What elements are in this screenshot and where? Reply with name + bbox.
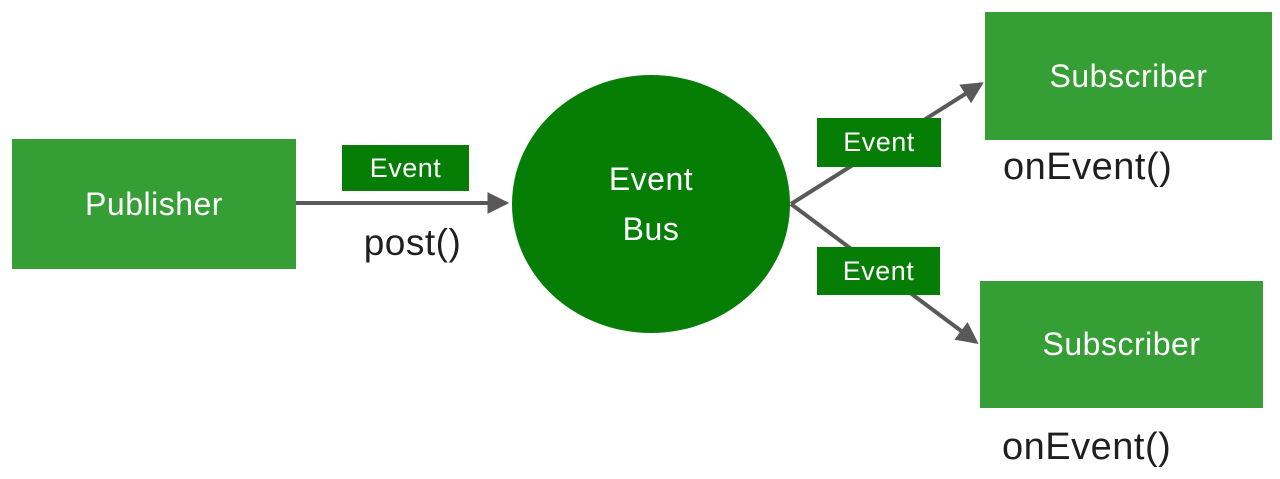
event-badge-publish: Event [342, 145, 469, 191]
onevent-method-label-top: onEvent() [1003, 146, 1173, 188]
event-badge-top: Event [817, 118, 941, 167]
event-badge-bottom: Event [817, 247, 940, 295]
post-method-label: post() [363, 222, 462, 263]
subscriber-bottom-label: Subscriber [1042, 326, 1201, 362]
subscriber-node-bottom: Subscriber [980, 281, 1263, 408]
event-badge-publish-label: Event [369, 152, 442, 183]
publisher-label: Publisher [85, 185, 223, 222]
event-bus-node: Event Bus [512, 75, 790, 333]
subscriber-node-top: Subscriber [985, 12, 1272, 140]
event-badge-bottom-label: Event [842, 255, 915, 286]
event-badge-top-label: Event [843, 127, 915, 157]
event-bus-label-line1: Event [608, 161, 694, 197]
event-bus-label-line2: Bus [622, 211, 680, 247]
subscriber-top-label: Subscriber [1049, 57, 1208, 94]
onevent-method-label-bottom: onEvent() [1002, 426, 1172, 468]
publisher-node: Publisher [12, 139, 296, 269]
